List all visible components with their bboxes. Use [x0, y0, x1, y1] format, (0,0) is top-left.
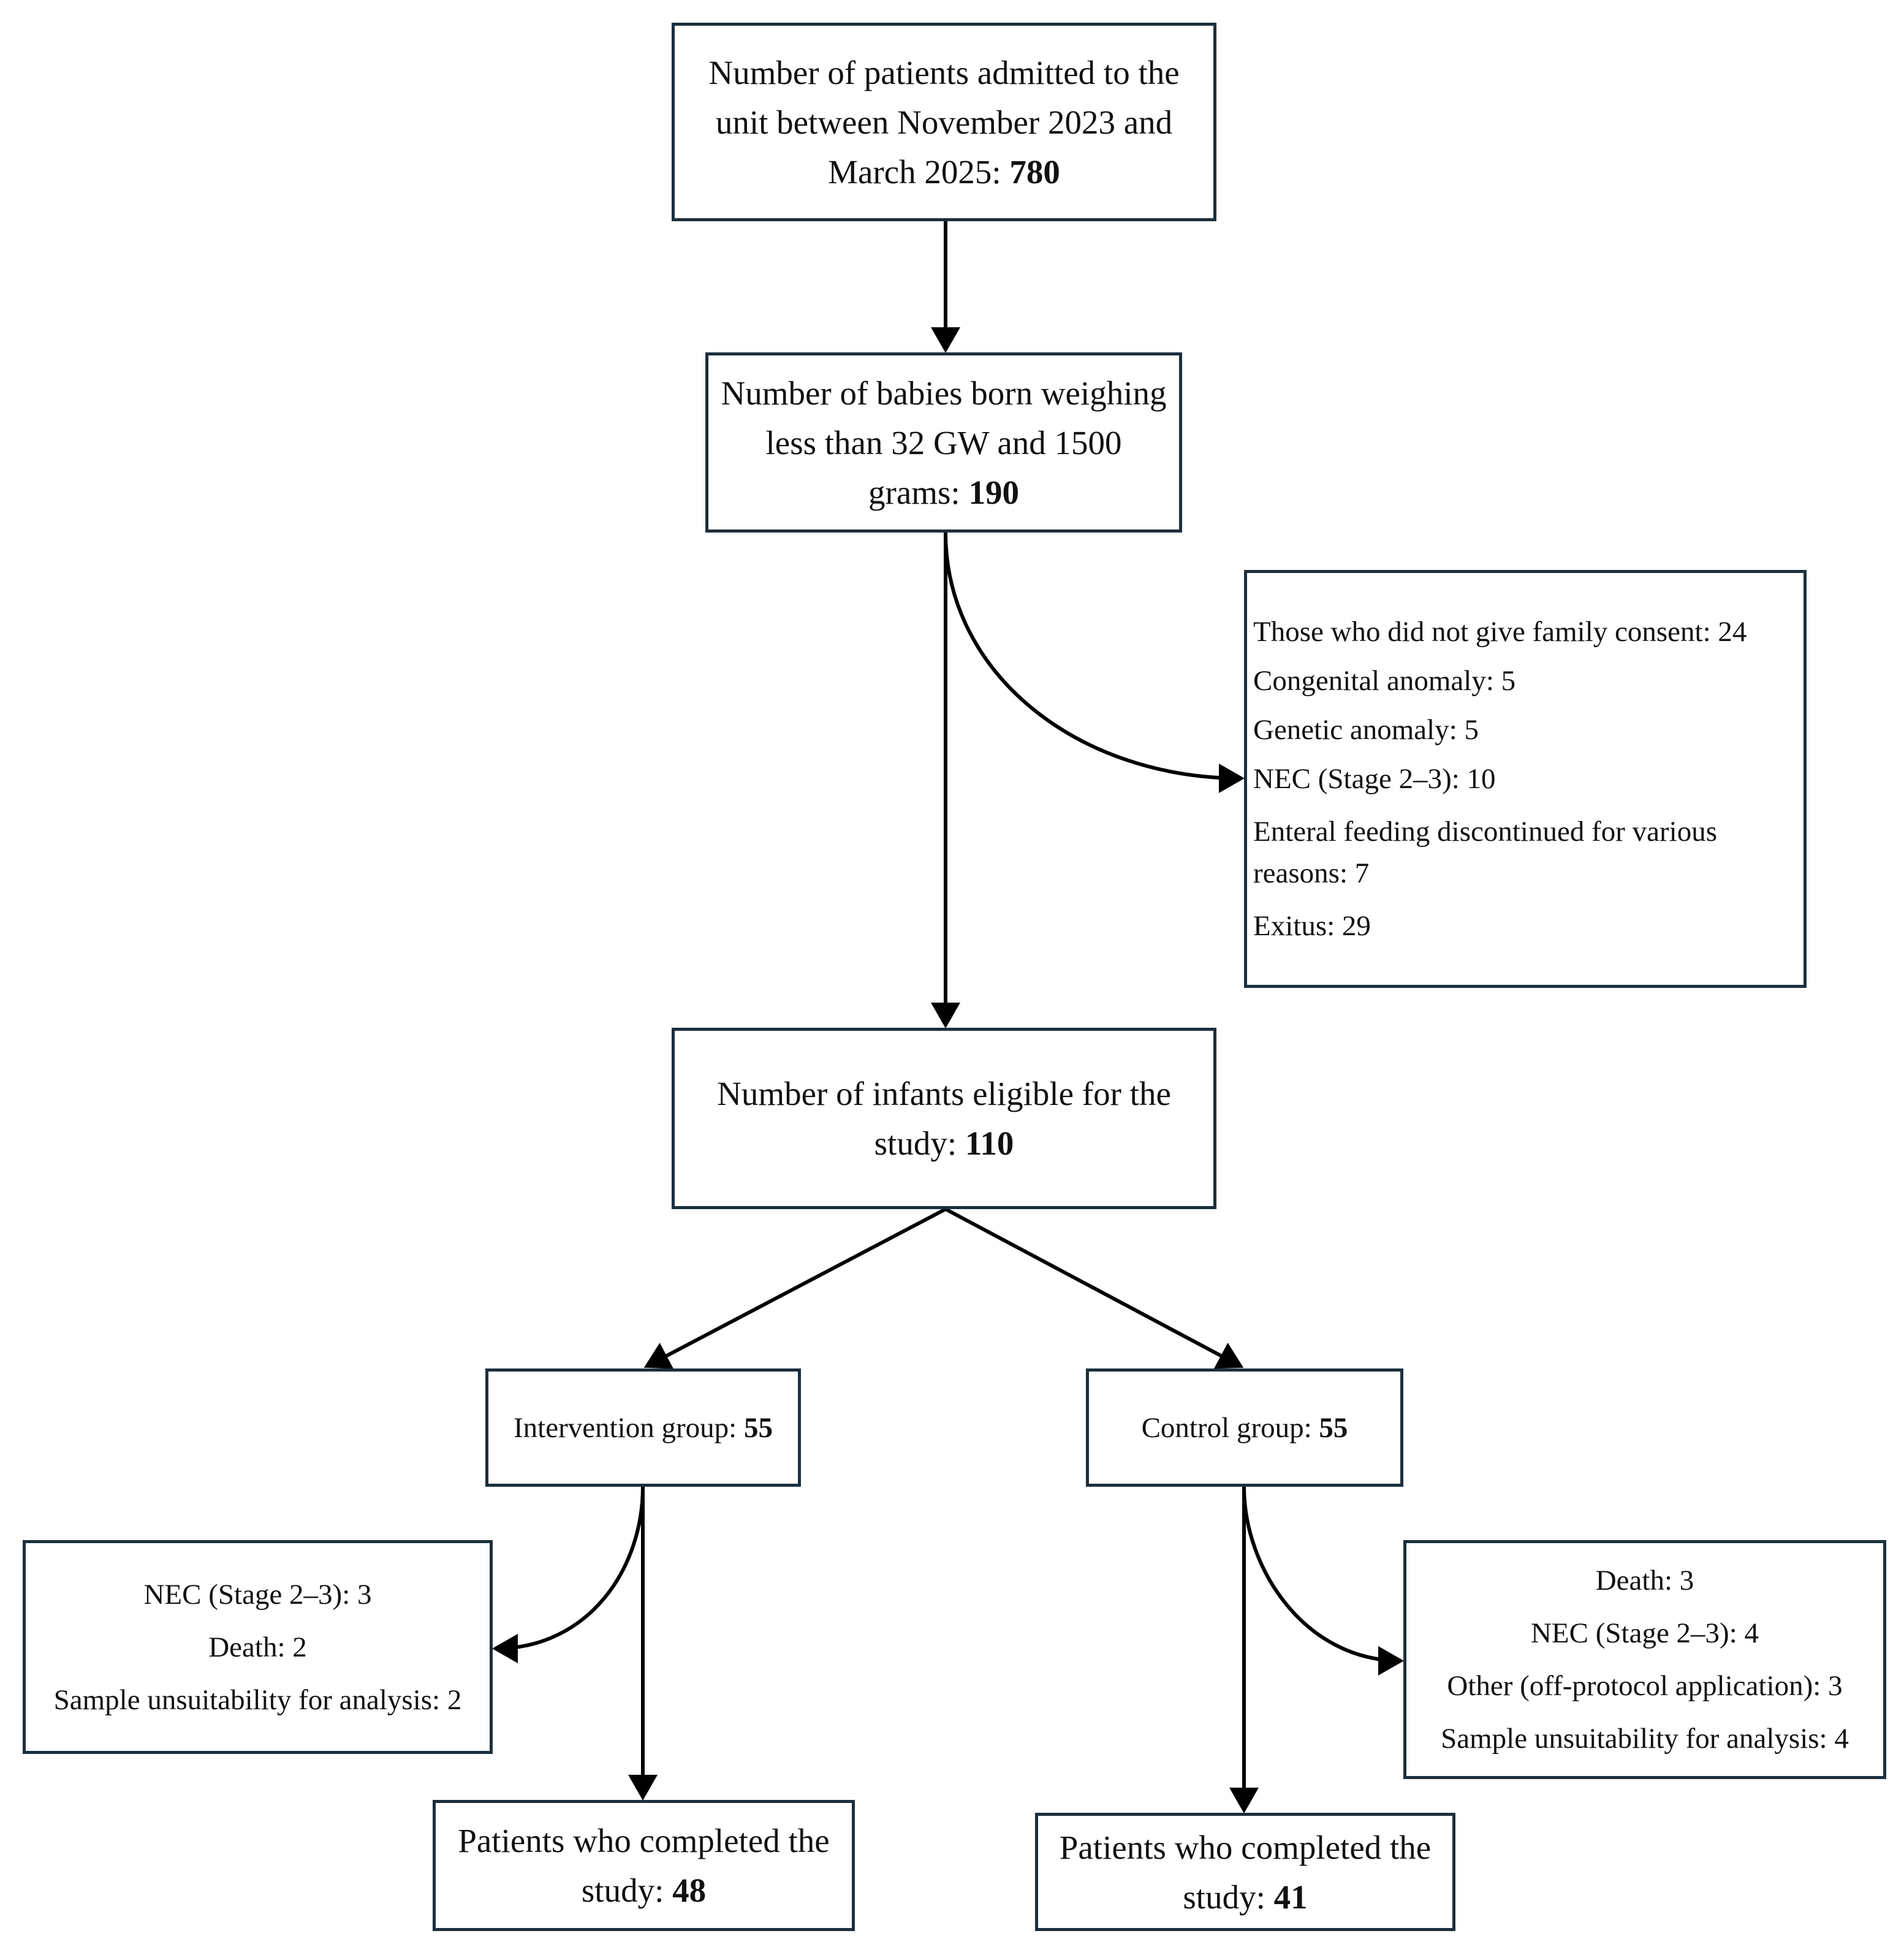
arrow-eligible-to-intervention: [643, 1207, 947, 1369]
born-label: Number of babies born weighing less than…: [721, 374, 1167, 511]
loss-item: Other (off-protocol application): 3: [1447, 1670, 1843, 1702]
control-completed-count: 41: [1273, 1878, 1308, 1916]
exclusion-item: NEC (Stage 2–3): 10: [1253, 763, 1496, 795]
exclusion-item: Those who did not give family consent: 2…: [1253, 616, 1747, 648]
arrow-born-to-exclusions: [944, 532, 1245, 793]
intervention-count: 55: [743, 1411, 773, 1444]
born-box: Number of babies born weighing less than…: [705, 352, 1182, 533]
exclusion-item: Genetic anomaly: 5: [1253, 714, 1479, 746]
control-completed-label: Patients who completed the study:: [1059, 1828, 1432, 1916]
loss-item: Sample unsuitability for analysis: 2: [53, 1683, 462, 1716]
admitted-count: 780: [1009, 153, 1060, 191]
eligible-label: Number of infants eligible for the study…: [717, 1075, 1171, 1162]
intervention-group-box: Intervention group: 55: [485, 1368, 801, 1487]
admitted-box: Number of patients admitted to the unit …: [672, 23, 1216, 221]
arrow-control-to-losses: [1242, 1486, 1404, 1676]
control-label: Control group:: [1141, 1411, 1319, 1444]
loss-item: NEC (Stage 2–3): 4: [1530, 1617, 1759, 1649]
born-count: 190: [968, 473, 1019, 511]
control-completed-box: Patients who completed the study: 41: [1035, 1813, 1455, 1931]
control-count: 55: [1319, 1411, 1348, 1444]
loss-item: Sample unsuitability for analysis: 4: [1441, 1723, 1849, 1755]
intervention-losses-box: NEC (Stage 2–3): 3 Death: 2 Sample unsui…: [23, 1540, 493, 1754]
eligible-count: 110: [965, 1125, 1014, 1162]
exclusions-box: Those who did not give family consent: 2…: [1244, 570, 1807, 988]
intervention-completed-box: Patients who completed the study: 48: [433, 1800, 855, 1931]
admitted-label: Number of patients admitted to the unit …: [708, 53, 1180, 191]
control-losses-box: Death: 3 NEC (Stage 2–3): 4 Other (off-p…: [1403, 1540, 1886, 1779]
loss-item: NEC (Stage 2–3): 3: [143, 1578, 372, 1611]
arrow-eligible-to-control: [944, 1207, 1244, 1369]
control-group-box: Control group: 55: [1086, 1368, 1403, 1487]
eligible-box: Number of infants eligible for the study…: [672, 1028, 1216, 1209]
exclusion-item: Congenital anomaly: 5: [1253, 665, 1516, 697]
exclusion-item: Enteral feeding discontinued for various…: [1253, 816, 1717, 889]
intervention-completed-label: Patients who completed the study:: [458, 1822, 830, 1909]
loss-item: Death: 3: [1595, 1565, 1694, 1596]
arrow-intervention-to-losses: [492, 1486, 645, 1663]
loss-item: Death: 2: [208, 1631, 307, 1663]
exclusion-item: Exitus: 29: [1253, 910, 1371, 942]
intervention-completed-count: 48: [672, 1872, 707, 1909]
intervention-label: Intervention group:: [514, 1411, 744, 1444]
